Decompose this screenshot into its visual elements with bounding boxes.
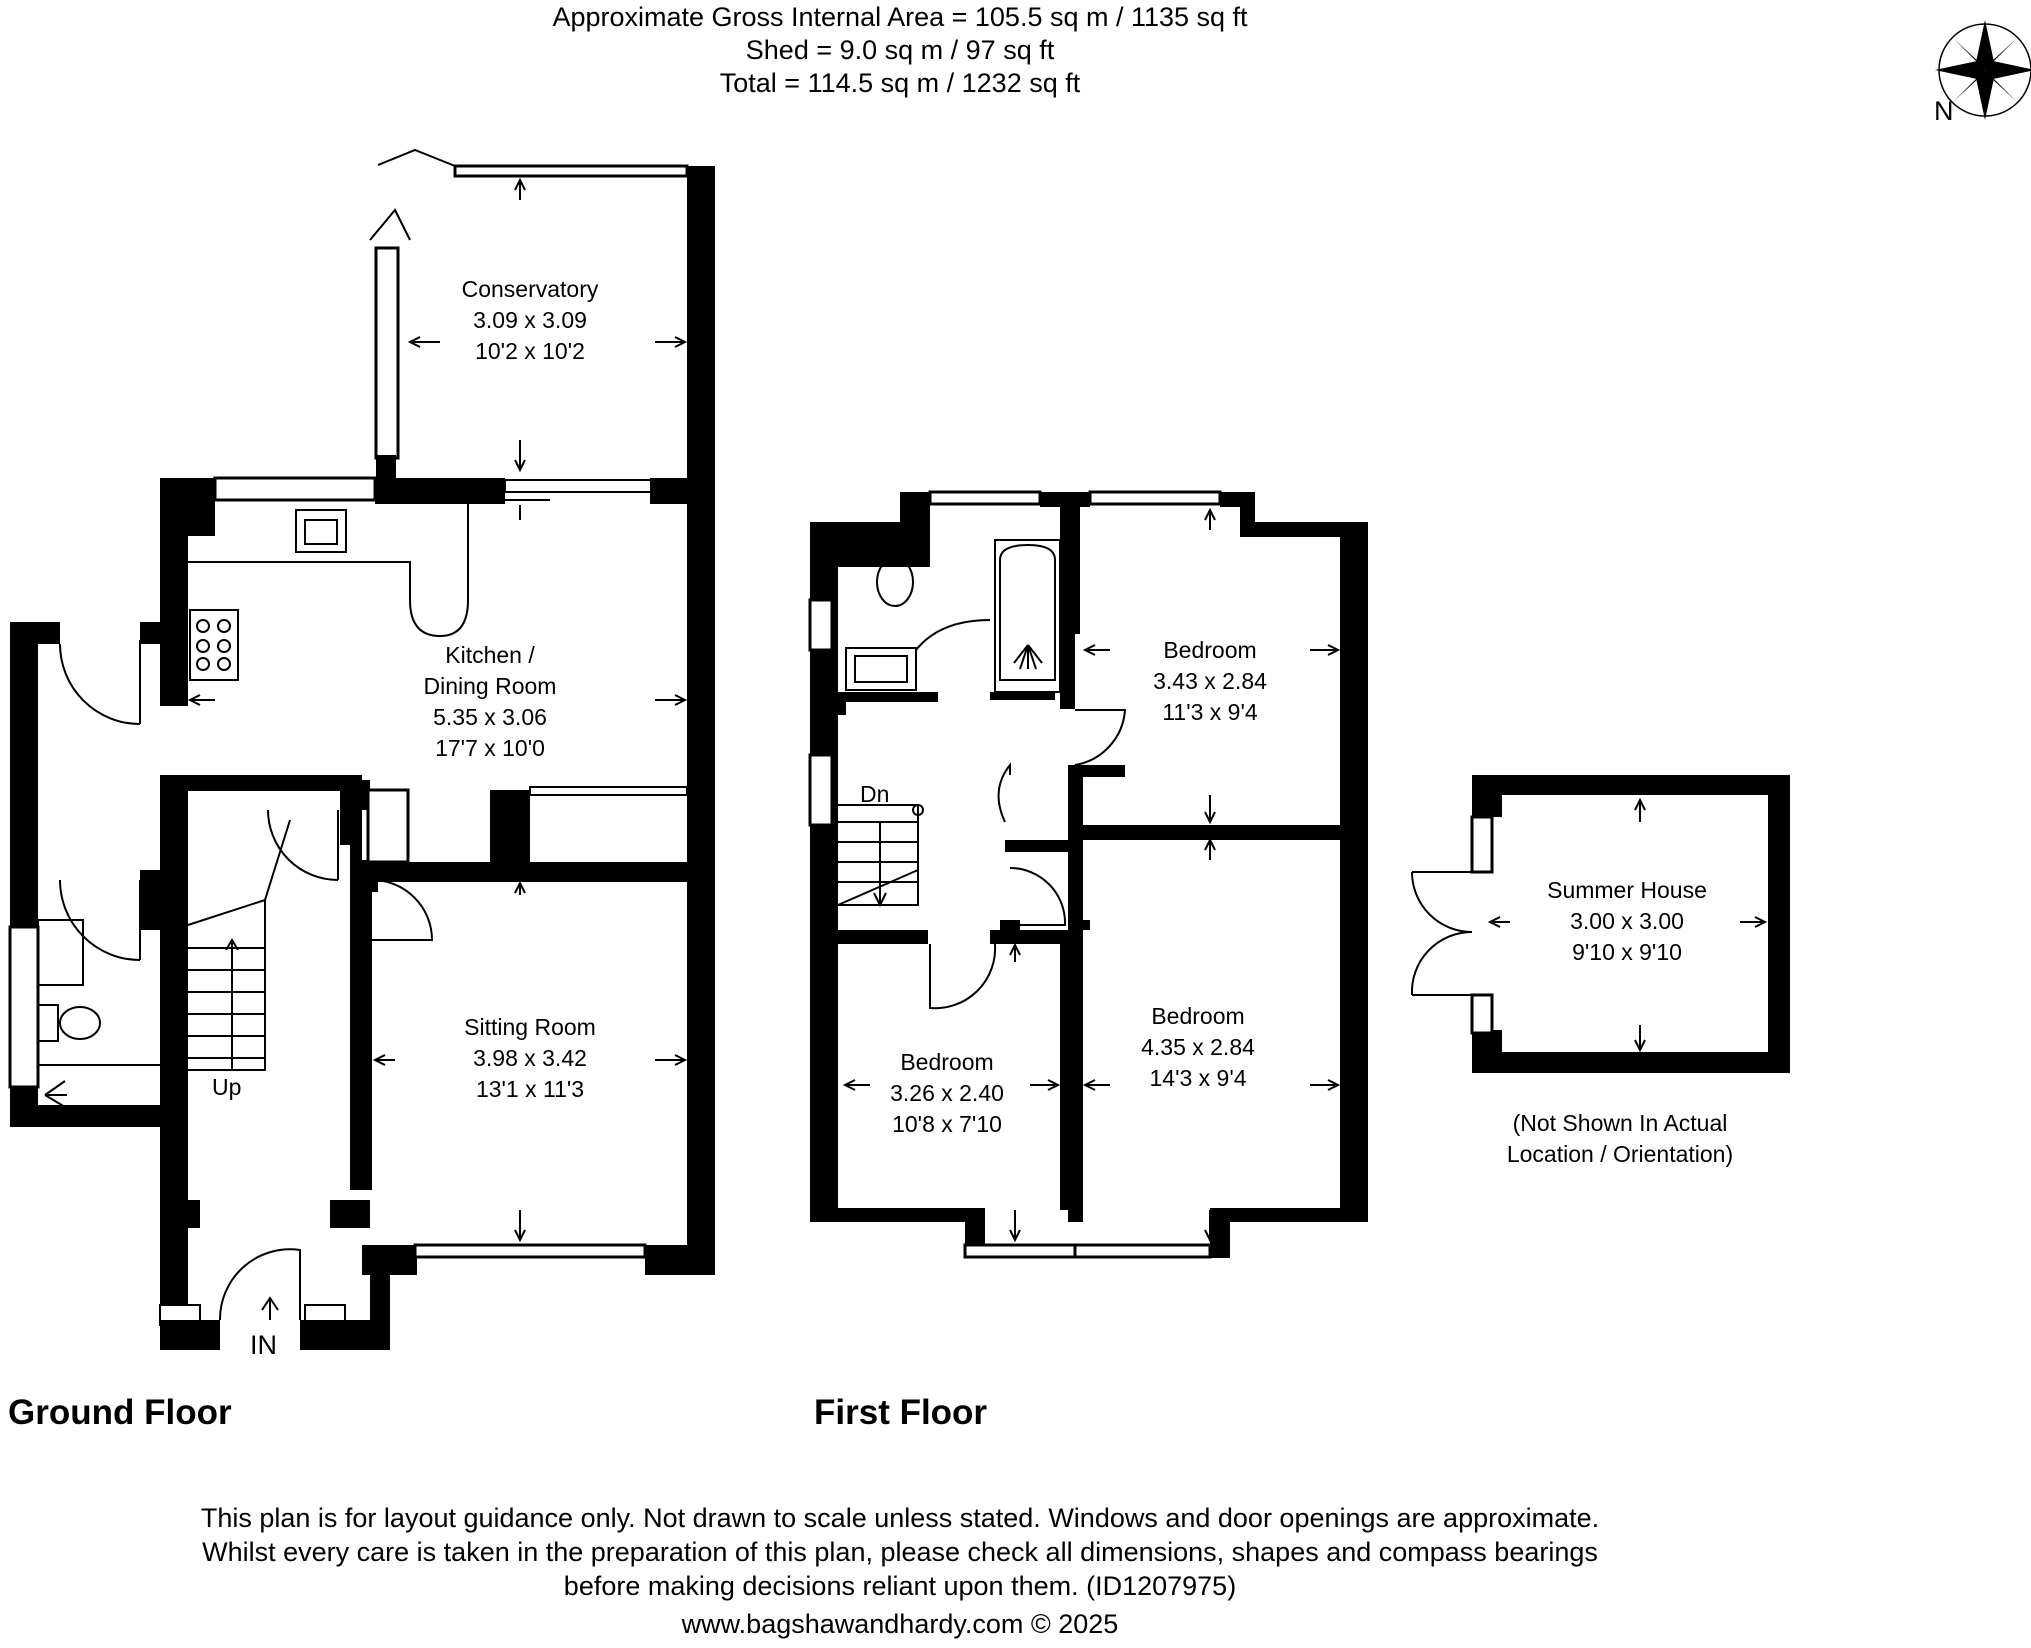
summer-house-walls	[1470, 775, 1790, 1073]
summer-house-note: (Not Shown In Actual Location / Orientat…	[1507, 1110, 1733, 1167]
stairs-down-label: Dn	[860, 781, 889, 807]
svg-text:Bedroom: Bedroom	[1151, 1003, 1244, 1029]
ground-doors	[59, 148, 550, 1321]
ground-stairs	[187, 819, 291, 1071]
svg-text:Bedroom: Bedroom	[900, 1049, 993, 1075]
svg-text:Conservatory: Conservatory	[462, 276, 599, 302]
svg-text:11'3 x 9'4: 11'3 x 9'4	[1162, 699, 1258, 725]
svg-text:10'8 x 7'10: 10'8 x 7'10	[892, 1111, 1002, 1137]
svg-text:3.43 x 2.84: 3.43 x 2.84	[1153, 668, 1267, 694]
compass-north-label: N	[1934, 96, 1954, 126]
svg-text:10'2 x 10'2: 10'2 x 10'2	[475, 338, 585, 364]
svg-text:17'7 x 10'0: 17'7 x 10'0	[435, 735, 545, 761]
stairs-up-label: Up	[212, 1074, 241, 1100]
svg-text:4.35 x 2.84: 4.35 x 2.84	[1141, 1034, 1255, 1060]
summer-dimension-arrows	[1487, 797, 1768, 1053]
ground-floor-walls	[8, 164, 715, 1350]
svg-text:(Not Shown In Actual: (Not Shown In Actual	[1513, 1110, 1728, 1136]
bedroom-2-label: Bedroom 4.35 x 2.84 14'3 x 9'4	[1141, 1003, 1255, 1091]
bedroom-3-label: Bedroom 3.26 x 2.40 10'8 x 7'10	[890, 1049, 1004, 1137]
first-stairs	[837, 804, 924, 908]
summer-house-doors	[1410, 871, 1473, 996]
shed-area-text: Shed = 9.0 sq m / 97 sq ft	[745, 35, 1055, 65]
ground-floor-title: Ground Floor	[8, 1393, 232, 1432]
kitchen-dining-label: Kitchen / Dining Room 5.35 x 3.06 17'7 x…	[424, 642, 557, 761]
svg-text:3.26 x 2.40: 3.26 x 2.40	[890, 1080, 1004, 1106]
bathroom-fixtures	[845, 539, 1061, 693]
first-doors	[929, 709, 1127, 1010]
first-floor-walls	[808, 490, 1368, 1259]
compass-icon	[1935, 20, 2031, 120]
bedroom-1-label: Bedroom 3.43 x 2.84 11'3 x 9'4	[1153, 637, 1267, 725]
svg-text:3.00 x 3.00: 3.00 x 3.00	[1570, 908, 1684, 934]
disclaimer-line-2: Whilst every care is taken in the prepar…	[202, 1537, 1598, 1567]
first-floor-title: First Floor	[814, 1393, 988, 1432]
svg-text:3.09 x 3.09: 3.09 x 3.09	[473, 307, 587, 333]
conservatory-label: Conservatory 3.09 x 3.09 10'2 x 10'2	[462, 276, 599, 364]
svg-text:Kitchen /: Kitchen /	[445, 642, 535, 668]
wc-fixtures	[37, 919, 160, 1108]
gross-area-text: Approximate Gross Internal Area = 105.5 …	[552, 2, 1248, 32]
svg-text:3.98 x 3.42: 3.98 x 3.42	[473, 1045, 587, 1071]
svg-text:13'1 x 11'3: 13'1 x 11'3	[476, 1076, 584, 1102]
total-area-text: Total = 114.5 sq m / 1232 sq ft	[719, 68, 1081, 98]
first-dimension-arrows	[842, 507, 1341, 1243]
sitting-room-label: Sitting Room 3.98 x 3.42 13'1 x 11'3	[464, 1014, 596, 1102]
summer-house-label: Summer House 3.00 x 3.00 9'10 x 9'10	[1547, 877, 1707, 965]
ground-dimension-arrows	[187, 177, 688, 1320]
svg-text:14'3 x 9'4: 14'3 x 9'4	[1149, 1065, 1246, 1091]
svg-text:Sitting Room: Sitting Room	[464, 1014, 596, 1040]
disclaimer-line-3: before making decisions reliant upon the…	[563, 1571, 1237, 1601]
kitchen-fixtures	[188, 500, 469, 681]
svg-text:Summer House: Summer House	[1547, 877, 1707, 903]
svg-text:Dining Room: Dining Room	[424, 673, 557, 699]
svg-text:9'10 x 9'10: 9'10 x 9'10	[1572, 939, 1682, 965]
svg-text:Location / Orientation): Location / Orientation)	[1507, 1141, 1733, 1167]
disclaimer-line-1: This plan is for layout guidance only. N…	[200, 1503, 1600, 1533]
website-copyright[interactable]: www.bagshawandhardy.com © 2025	[681, 1609, 1119, 1639]
svg-text:Bedroom: Bedroom	[1163, 637, 1256, 663]
entrance-label: IN	[250, 1330, 277, 1360]
svg-text:5.35 x 3.06: 5.35 x 3.06	[433, 704, 547, 730]
